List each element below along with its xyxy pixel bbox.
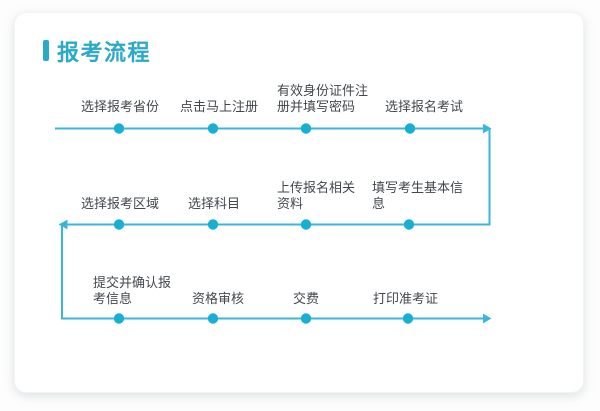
page-title: 报考流程 <box>57 40 152 65</box>
step-label-id-register-password: 有效身份证件注 册并填写密码 <box>277 83 369 114</box>
step-label-upload-materials: 上传报名相关 资料 <box>277 180 356 211</box>
step-label-click-register: 点击马上注册 <box>180 99 259 114</box>
title-accent-bar <box>43 40 49 61</box>
step-label-select-subject: 选择科目 <box>188 196 241 211</box>
step-label-pay-fee: 交费 <box>293 291 320 306</box>
step-label-print-ticket: 打印准考证 <box>373 291 439 306</box>
step-label-qualification-review: 资格审核 <box>192 291 245 306</box>
step-label-fill-basic-info: 填写考生基本信 息 <box>372 180 464 211</box>
step-label-select-province: 选择报考省份 <box>81 99 160 114</box>
step-label-select-exam: 选择报名考试 <box>385 99 464 114</box>
step-label-select-region: 选择报考区域 <box>81 196 160 211</box>
step-label-submit-confirm: 提交并确认报 考信息 <box>93 275 172 306</box>
